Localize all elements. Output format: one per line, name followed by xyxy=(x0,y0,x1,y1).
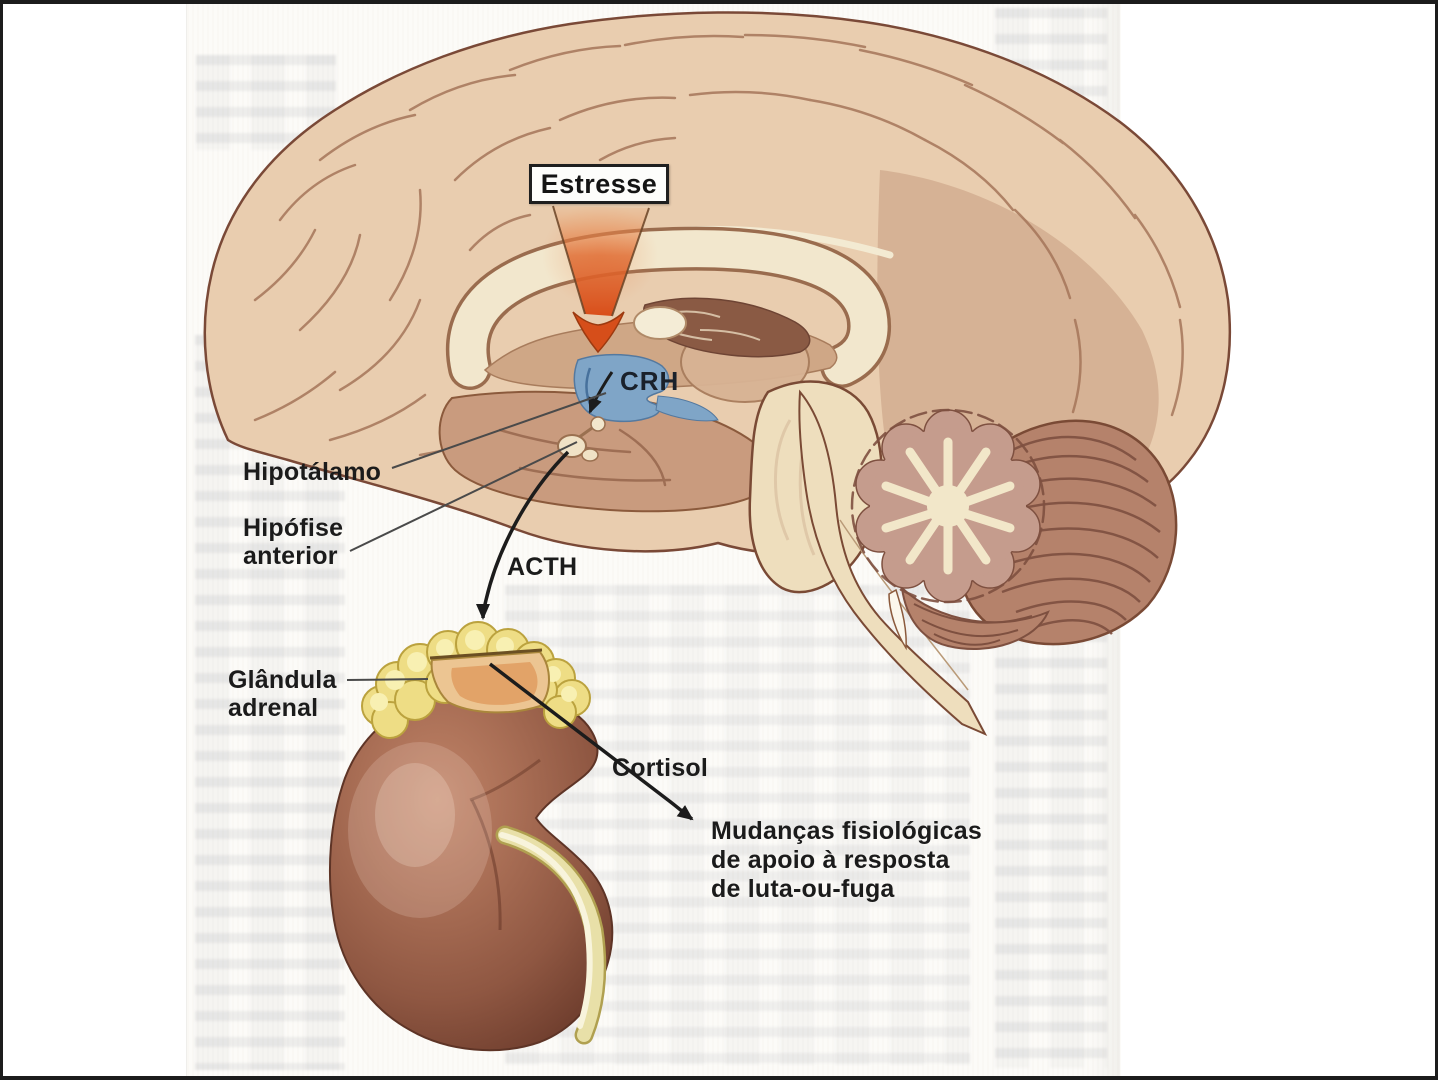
acth-arrow xyxy=(476,450,570,620)
brainstem-inner-line xyxy=(839,519,969,691)
brain-illustration xyxy=(203,11,1232,737)
adrenal-gland xyxy=(361,621,591,739)
hypothalamus-label: Hipotálamo xyxy=(243,458,382,486)
ureter xyxy=(495,825,607,1045)
pituitary-leader-line xyxy=(349,441,578,552)
kidney-illustration xyxy=(328,621,614,1052)
stress-arrow xyxy=(542,203,658,354)
adrenal-gland-label: Glândula adrenal xyxy=(228,666,337,722)
stress-label: Estresse xyxy=(540,168,658,199)
hypothalamus-leader-line xyxy=(391,392,607,469)
adrenal-leader-line xyxy=(346,678,429,681)
brainstem xyxy=(798,389,988,737)
outcome-text: Mudanças fisiológicas de apoio à respost… xyxy=(711,817,982,903)
kidney xyxy=(328,691,614,1052)
pituitary-gland xyxy=(557,426,599,462)
corpus-callosum xyxy=(446,226,892,390)
cerebellum-tonsil xyxy=(900,585,1050,650)
cortisol-arrow xyxy=(488,662,694,821)
mammillary-body xyxy=(590,416,606,432)
cerebellum-vermis xyxy=(850,408,1046,604)
crh-label: CRH xyxy=(620,366,680,396)
cortisol-label: Cortisol xyxy=(612,754,709,782)
sulci xyxy=(253,33,1184,489)
fourth-ventricle xyxy=(888,588,907,651)
stress-box: Estresse xyxy=(529,164,669,204)
anterior-pituitary-label: Hipófise anterior xyxy=(243,514,344,570)
leader-lines xyxy=(346,392,607,681)
interthalamic-oval xyxy=(633,306,687,340)
acth-label: ACTH xyxy=(507,553,578,581)
